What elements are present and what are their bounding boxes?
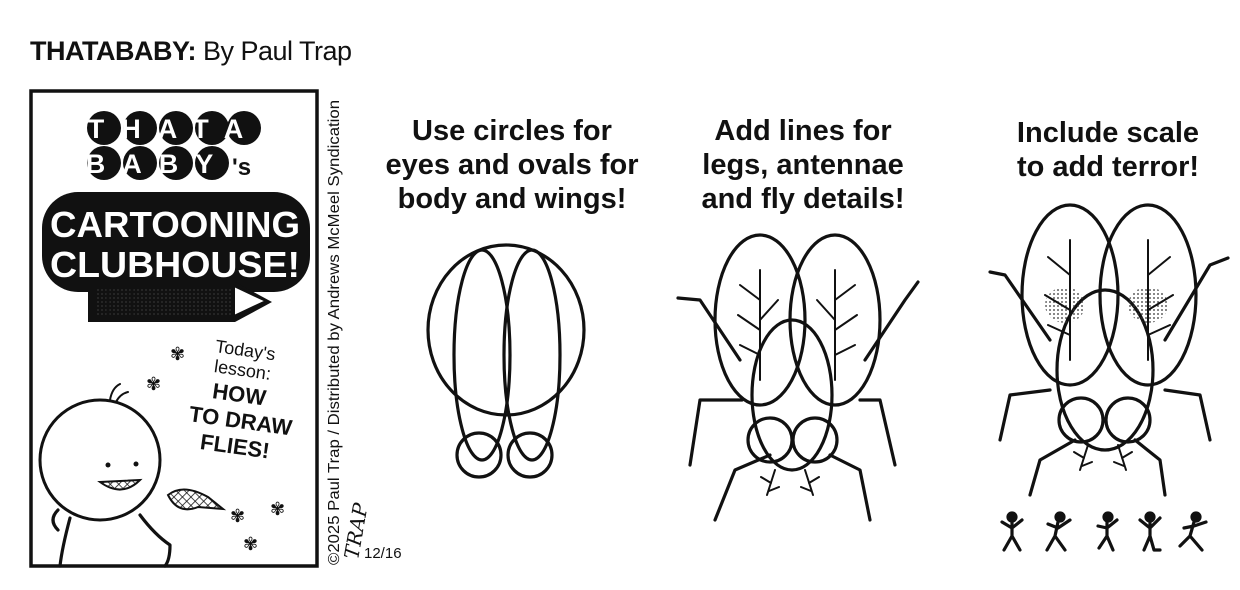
person-icon <box>1178 511 1208 552</box>
panel-2: Use circles for eyes and ovals for body … <box>385 115 639 479</box>
panel-4: Include scale to add terror! <box>988 117 1230 552</box>
person-icon <box>1096 511 1119 552</box>
caption-line: to add terror! <box>1017 151 1199 183</box>
caption-line: legs, antennae <box>702 149 903 181</box>
panel-3: Add lines for legs, antennae and fly det… <box>676 115 920 522</box>
panel-1: THATA BABY 's CARTOONING CLUBHOUSE! Toda… <box>29 89 319 568</box>
caption-line: Use circles for <box>412 115 612 147</box>
pencil-icon <box>88 282 272 322</box>
fly-drawing-step-2 <box>676 233 920 522</box>
caption-line: Include scale <box>1017 117 1199 149</box>
svg-text:✾: ✾ <box>146 374 161 394</box>
svg-text:✾: ✾ <box>270 499 285 519</box>
person-icon <box>1138 511 1162 552</box>
caption-line: and fly details! <box>701 183 904 215</box>
svg-text:✾: ✾ <box>170 344 185 364</box>
strip-date: 12/16 <box>364 545 402 562</box>
svg-text:✾: ✾ <box>230 506 245 526</box>
baby-character <box>38 383 227 568</box>
fly-drawing-step-3 <box>988 203 1230 497</box>
logo-thata: THATA <box>88 114 260 144</box>
strip-name: THATABABY: <box>30 36 196 66</box>
svg-text:✾: ✾ <box>243 534 258 554</box>
logo-clubhouse: CLUBHOUSE! <box>50 244 300 285</box>
caption-line: eyes and ovals for <box>385 149 638 181</box>
caption-line: Add lines for <box>714 115 891 147</box>
tiny-fleeing-people <box>1000 511 1208 552</box>
caption-line: body and wings! <box>398 183 627 215</box>
person-icon <box>1045 511 1072 552</box>
comic-title: THATABABY: By Paul Trap <box>30 36 352 67</box>
logo-baby: BABY <box>86 149 231 179</box>
lesson-text: Today's lesson: HOW TO DRAW FLIES! <box>188 336 294 463</box>
fly-drawing-step-1 <box>426 243 586 479</box>
small-fly-icons: ✾ ✾ ✾ ✾ ✾ <box>146 344 285 554</box>
byline: By Paul Trap <box>202 36 352 66</box>
logo-cartooning: CARTOONING <box>50 204 300 245</box>
person-icon <box>1000 511 1024 552</box>
thatababy-logo: THATA BABY 's CARTOONING CLUBHOUSE! <box>42 111 310 322</box>
logo-possessive: 's <box>232 154 251 181</box>
copyright-notice: ©2025 Paul Trap / Distributed by Andrews… <box>326 100 343 565</box>
panel-border <box>29 89 319 568</box>
